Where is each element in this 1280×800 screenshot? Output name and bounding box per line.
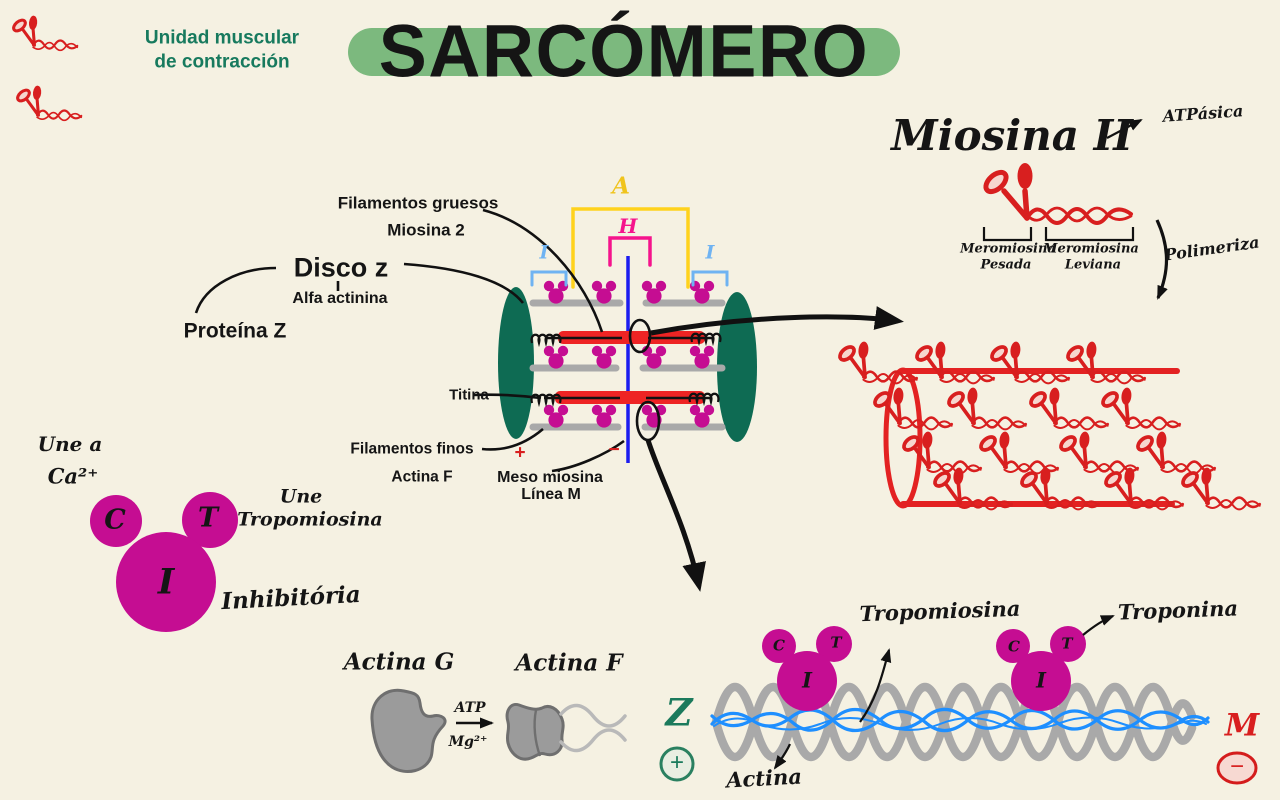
alpha-actinin-label: Alfa actinina bbox=[292, 290, 388, 307]
thin-filament-label-line1: Filamentos finos bbox=[350, 440, 474, 458]
thick-filament-1 bbox=[558, 331, 705, 344]
tropomyosin-label: Tropomiosina bbox=[859, 595, 1021, 627]
sarcomere-diagram bbox=[194, 207, 904, 592]
heavy-meromyosin-label-line1: Meromiosina bbox=[960, 241, 1056, 257]
thick-filament-callout-circle bbox=[628, 318, 652, 354]
binds-ca-label-line1: Une a bbox=[37, 432, 103, 456]
thick-filament-bundle bbox=[835, 339, 1262, 512]
troponin-complex-large bbox=[90, 492, 238, 632]
z-end-letter: Z bbox=[665, 690, 693, 735]
z-disc-label: Disco z bbox=[293, 252, 389, 283]
minus-end-badge bbox=[1216, 751, 1258, 785]
tropomyosin-strands bbox=[710, 707, 1210, 733]
plus-end-sign: + bbox=[669, 749, 685, 776]
troponin-c-letter: C bbox=[104, 504, 126, 536]
a-band-bracket bbox=[571, 207, 690, 289]
i-band-letter-right: I bbox=[705, 241, 715, 264]
plus-polarity: + bbox=[514, 442, 526, 464]
troponin-c-letter: C bbox=[1008, 637, 1020, 656]
minus-polarity: − bbox=[608, 439, 620, 461]
troponin-c-letter: C bbox=[773, 636, 785, 655]
m-line-label-line2: Línea M bbox=[521, 486, 581, 503]
plus-end-badge bbox=[659, 746, 695, 782]
arrow-to-thin-filament-detail bbox=[645, 439, 706, 592]
heavy-meromyosin-label-line2: Pesada bbox=[980, 257, 1032, 273]
a-band-letter: A bbox=[612, 172, 630, 200]
troponin-i-letter: I bbox=[157, 561, 175, 603]
titin-label: Titina bbox=[449, 386, 489, 404]
light-meromyosin-label-line1: Meromiosina bbox=[1043, 241, 1139, 257]
binds-ca-label-line2: Ca²⁺ bbox=[47, 463, 99, 489]
thin-filament-label-line2: Actina F bbox=[391, 468, 453, 486]
atp-label: ATP bbox=[454, 700, 486, 716]
m-line-label-line1: Meso miosina bbox=[497, 469, 603, 486]
minus-end-sign: − bbox=[1229, 753, 1245, 780]
inhibitory-label: Inhibitória bbox=[220, 580, 362, 616]
f-actin-label: Actina F bbox=[515, 649, 623, 677]
i-band-letter-left: I bbox=[539, 241, 549, 264]
label-connectors bbox=[194, 208, 625, 473]
page-title: SARCÓMERO bbox=[378, 10, 870, 93]
myosin-molecule-drawing bbox=[982, 119, 1169, 300]
binds-tropomyosin-label-line2: Tropomiosina bbox=[237, 508, 383, 531]
title-highlight bbox=[348, 28, 900, 76]
myosin-tail-lines bbox=[544, 336, 714, 400]
i-band-bracket-left bbox=[530, 270, 568, 287]
z-disc-right bbox=[717, 292, 757, 442]
h-band-bracket bbox=[608, 236, 652, 267]
thick-filament-2 bbox=[555, 391, 705, 404]
thick-filament-label-line1: Filamentos gruesos bbox=[337, 193, 499, 213]
actin-label: Actina bbox=[725, 763, 803, 793]
thin-filament-detail bbox=[659, 614, 1258, 785]
light-meromyosin-label-line2: Leviana bbox=[1064, 257, 1122, 273]
protein-z-label: Proteína Z bbox=[183, 319, 287, 343]
arrow-to-thick-filament-detail bbox=[650, 306, 904, 336]
troponin-t-letter: T bbox=[197, 502, 219, 534]
thick-filament-label-line2: Miosina 2 bbox=[387, 220, 465, 240]
f-actin-helix bbox=[559, 703, 627, 728]
actin-panel-drawing bbox=[370, 688, 627, 773]
polymerize-arrow bbox=[1155, 219, 1169, 300]
troponin-i-letter: I bbox=[1036, 667, 1046, 693]
myosin-icon bbox=[10, 13, 83, 122]
g-actin-label: Actina G bbox=[343, 648, 455, 676]
troponin-label: Troponina bbox=[1117, 595, 1239, 625]
h-band-letter: H bbox=[618, 214, 638, 238]
detail-label-arrows bbox=[773, 614, 1115, 770]
troponin-t-letter: T bbox=[830, 633, 842, 652]
i-band-bracket-right bbox=[691, 270, 729, 287]
mg-label: Mg²⁺ bbox=[448, 734, 488, 750]
g-actin-blob bbox=[370, 688, 447, 773]
myosin2-title: Miosina II bbox=[891, 111, 1133, 160]
subtitle-line2: de contracción bbox=[154, 51, 290, 73]
z-disc-left bbox=[498, 287, 534, 439]
light-meromyosin-bracket bbox=[1044, 227, 1135, 242]
troponin-i-letter: I bbox=[802, 667, 812, 693]
binds-tropomyosin-label-line1: Une bbox=[279, 485, 323, 508]
m-end-letter: M bbox=[1224, 707, 1260, 744]
subtitle-line1: Unidad muscular bbox=[144, 27, 300, 49]
troponin-t-letter: T bbox=[1061, 634, 1073, 653]
heavy-meromyosin-bracket bbox=[982, 227, 1033, 242]
